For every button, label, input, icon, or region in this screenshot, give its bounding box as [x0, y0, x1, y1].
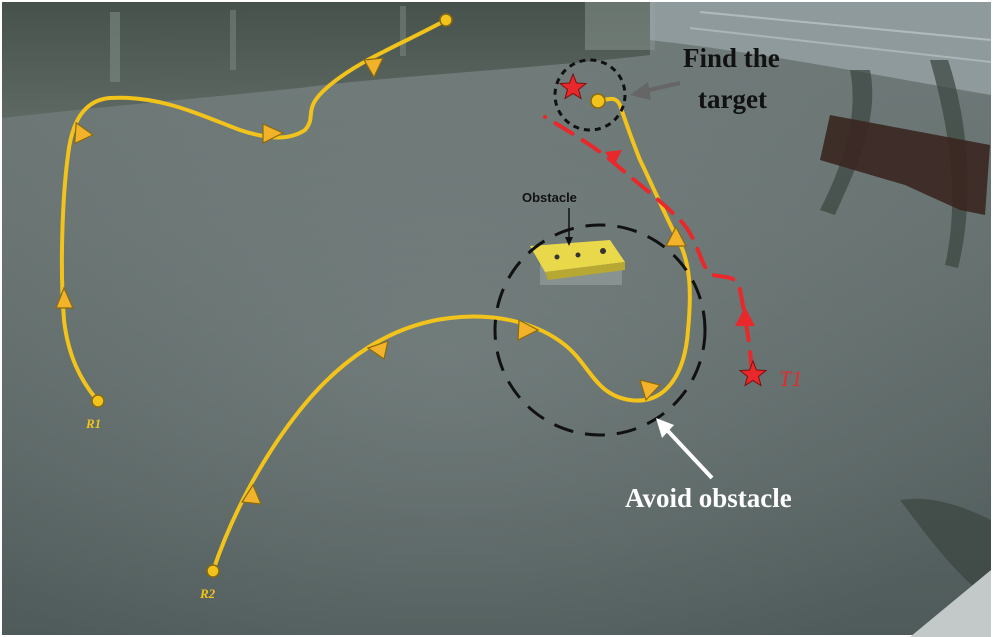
avoid-obstacle-circle	[493, 223, 707, 437]
obstacle-pointer-head	[565, 237, 573, 246]
target-direction-arrows	[605, 150, 755, 326]
obstacle-label: Obstacle	[522, 190, 577, 205]
obstacle-object	[530, 240, 625, 285]
floating-platform-reflection	[820, 115, 990, 215]
find-target-arrow	[630, 81, 681, 100]
target-found-star-icon	[558, 72, 588, 100]
pool-tile-edge	[650, 2, 992, 95]
avoid-obstacle-label: Avoid obstacle	[625, 483, 792, 513]
find-target-label-line1: Find the	[683, 43, 780, 73]
r1-end-marker	[439, 13, 453, 27]
avoid-obstacle-arrow	[656, 418, 714, 480]
path-direction-arrows	[55, 57, 687, 505]
robot-at-target-marker	[590, 93, 606, 109]
find-target-circle	[553, 58, 627, 132]
r1-label: R1	[85, 416, 101, 431]
r1-start-marker	[91, 394, 105, 408]
target-t1-path	[543, 115, 754, 374]
r2-start-marker	[206, 564, 220, 578]
target-t1-start-star-icon	[738, 359, 768, 387]
robot-r2-path	[211, 96, 692, 573]
t1-label: T1	[779, 366, 802, 391]
pool-wall-reflection	[2, 2, 655, 118]
r2-label: R2	[199, 586, 216, 601]
tree-reflection	[820, 60, 991, 600]
find-target-label-line2: target	[698, 84, 767, 114]
pool-corner	[910, 570, 991, 637]
